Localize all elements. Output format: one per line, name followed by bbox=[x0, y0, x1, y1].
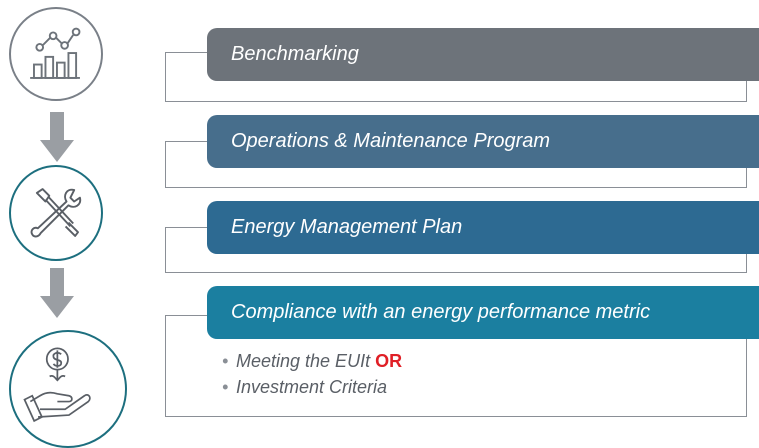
benchmarking-bar: Benchmarking bbox=[207, 28, 759, 81]
compliance-bullet-list: •Meeting the EUIt OR •Investment Criteri… bbox=[222, 348, 402, 400]
or-keyword: OR bbox=[375, 351, 403, 371]
money-hand-icon bbox=[23, 347, 91, 423]
list-item: •Investment Criteria bbox=[222, 377, 388, 397]
compliance-bar: Compliance with an energy performance me… bbox=[207, 286, 759, 339]
list-item: •Meeting the EUIt OR bbox=[222, 351, 403, 371]
benchmarking-label: Benchmarking bbox=[231, 43, 359, 65]
energy-plan-bar: Energy Management Plan bbox=[207, 201, 759, 254]
energy-plan-label: Energy Management Plan bbox=[231, 216, 463, 238]
tools-icon bbox=[30, 188, 82, 238]
down-arrow-icon bbox=[40, 268, 74, 318]
benchmark-circle bbox=[9, 7, 103, 101]
bullet-investment: Investment Criteria bbox=[236, 377, 388, 397]
compliance-label: Compliance with an energy performance me… bbox=[231, 301, 651, 323]
down-arrow-icon bbox=[40, 112, 74, 162]
tools-circle bbox=[9, 165, 103, 261]
chart-icon bbox=[30, 27, 81, 79]
om-program-bar: Operations & Maintenance Program bbox=[207, 115, 759, 168]
investment-circle bbox=[9, 330, 127, 448]
bullet-euit: Meeting the EUIt bbox=[236, 351, 371, 371]
om-program-label: Operations & Maintenance Program bbox=[231, 130, 551, 152]
